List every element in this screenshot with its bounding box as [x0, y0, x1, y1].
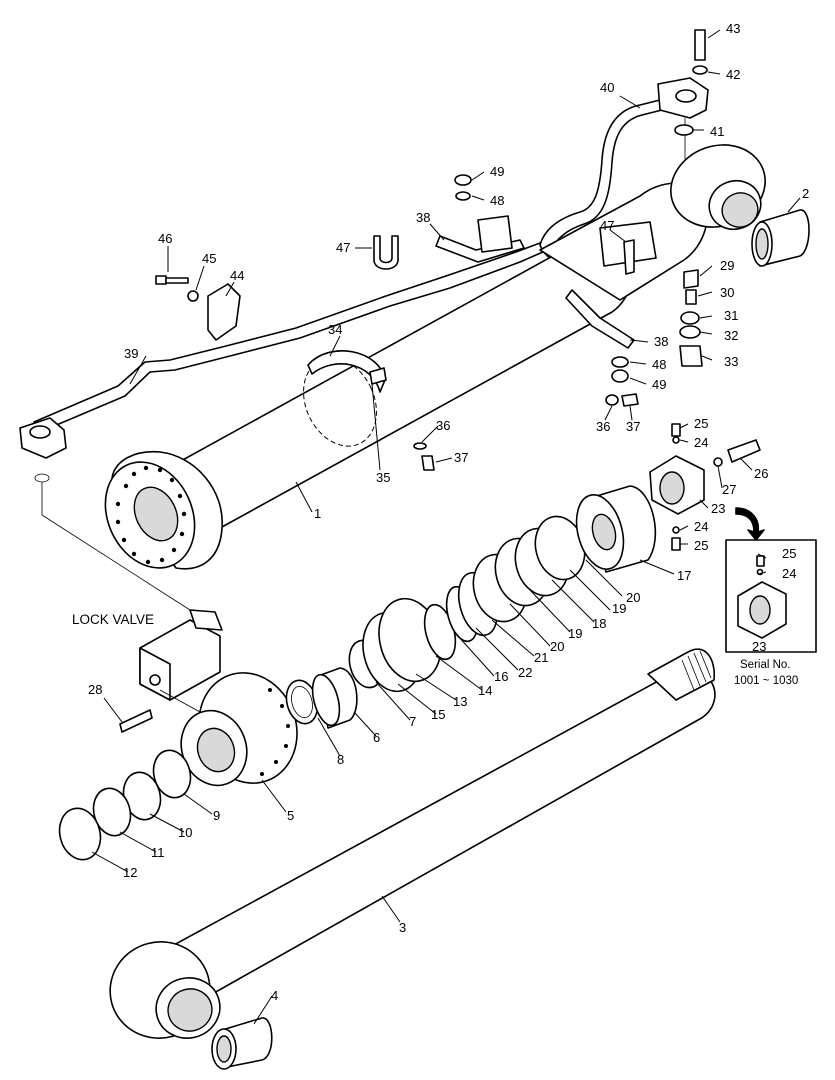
seal-rings: [58, 485, 657, 861]
inset-box: [725, 507, 817, 653]
callout-15: 15: [431, 707, 445, 722]
callout-20b: 20: [550, 639, 564, 654]
callout-20a: 20: [626, 590, 640, 605]
callout-37b: 37: [626, 419, 640, 434]
callout-43: 43: [726, 21, 740, 36]
callout-42: 42: [726, 67, 740, 82]
callout-1: 1: [314, 506, 321, 521]
callout-21: 21: [534, 650, 548, 665]
callout-23b: 23: [752, 639, 766, 654]
callout-49a: 49: [490, 164, 504, 179]
callout-28: 28: [88, 682, 102, 697]
callout-44: 44: [230, 268, 244, 283]
callout-2: 2: [802, 186, 809, 201]
callout-18: 18: [592, 616, 606, 631]
inset-caption: Serial No. 1001 ~ 1030: [734, 659, 798, 687]
callout-48a: 48: [490, 193, 504, 208]
callout-22: 22: [518, 665, 532, 680]
callout-14: 14: [478, 683, 492, 698]
callout-41: 41: [710, 124, 724, 139]
callout-10: 10: [178, 825, 192, 840]
callout-12: 12: [123, 865, 137, 880]
inset-serial-label: Serial No.: [740, 659, 791, 671]
callout-30: 30: [720, 285, 734, 300]
bushing-4: [211, 1017, 273, 1070]
callout-36a: 36: [436, 418, 450, 433]
callout-5: 5: [287, 808, 294, 823]
callout-49b: 49: [652, 377, 666, 392]
callout-13: 13: [453, 694, 467, 709]
callout-24c: 24: [782, 566, 796, 581]
callout-9: 9: [213, 808, 220, 823]
piston-rod: [109, 648, 716, 1039]
hardware: [119, 29, 708, 733]
callout-27: 27: [722, 482, 736, 497]
callout-24a: 24: [694, 435, 708, 450]
callout-31: 31: [724, 308, 738, 323]
callout-29: 29: [720, 258, 734, 273]
callout-24b: 24: [694, 519, 708, 534]
callout-4: 4: [271, 988, 278, 1003]
callout-26: 26: [754, 466, 768, 481]
callout-38a: 38: [416, 210, 430, 225]
callout-48b: 48: [652, 357, 666, 372]
callout-33: 33: [724, 354, 738, 369]
callout-45: 45: [202, 251, 216, 266]
callout-labels: 1 2 3 4 5 6 7 8 9 10 11 12 13 14 15 16 1…: [88, 21, 809, 1003]
callout-8: 8: [337, 752, 344, 767]
callout-3: 3: [399, 920, 406, 935]
callout-37a: 37: [454, 450, 468, 465]
callout-32: 32: [724, 328, 738, 343]
callout-23a: 23: [711, 501, 725, 516]
callout-35: 35: [376, 470, 390, 485]
callout-34: 34: [328, 322, 342, 337]
lock-valve: [139, 609, 223, 713]
callout-16: 16: [494, 669, 508, 684]
callout-25b: 25: [694, 538, 708, 553]
inset-serial-range: 1001 ~ 1030: [734, 675, 798, 687]
callout-36b: 36: [596, 419, 610, 434]
bushing-2: [751, 209, 810, 267]
callout-25c: 25: [782, 546, 796, 561]
leader-lines: [91, 29, 801, 1025]
lock-valve-label: LOCK VALVE: [72, 612, 154, 627]
nut-23: [649, 423, 761, 551]
callout-39: 39: [124, 346, 138, 361]
callout-6: 6: [373, 730, 380, 745]
callout-40: 40: [600, 80, 614, 95]
callout-47a: 47: [336, 240, 350, 255]
callout-38b: 38: [654, 334, 668, 349]
callout-47b: 47: [600, 218, 614, 233]
callout-11: 11: [151, 845, 165, 860]
callout-19a: 19: [612, 601, 626, 616]
rod-cover: [180, 672, 298, 787]
callout-7: 7: [409, 714, 416, 729]
callout-17: 17: [677, 568, 691, 583]
callout-46: 46: [158, 231, 172, 246]
callout-25a: 25: [694, 416, 708, 431]
callout-19b: 19: [568, 626, 582, 641]
